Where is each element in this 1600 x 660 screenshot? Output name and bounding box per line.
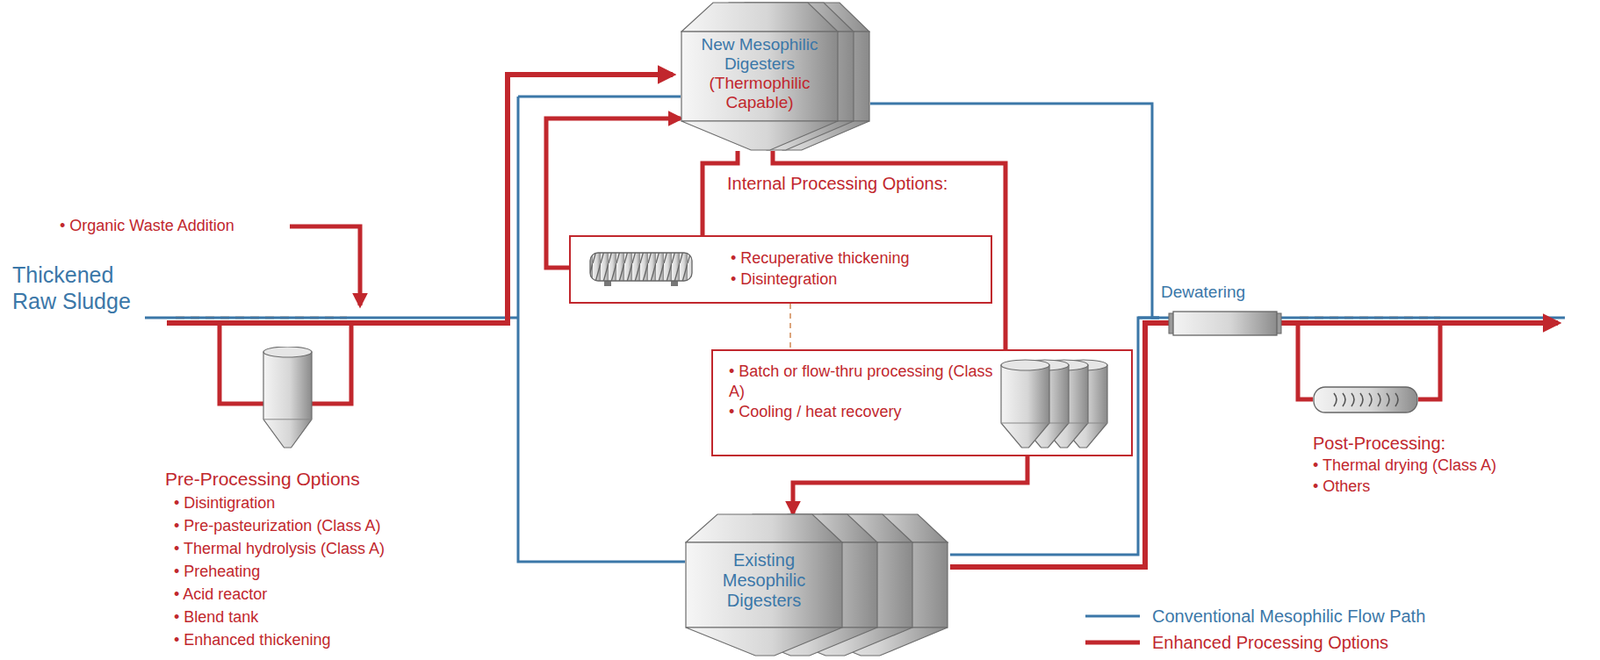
option-item: • Others — [1312, 475, 1555, 498]
node-shape — [569, 235, 993, 304]
option-item: • Batch or flow-thru processing (Class A… — [728, 361, 997, 403]
option-item: • Thermal drying (Class A) — [1312, 454, 1555, 476]
digester-note: (Thermophilic Capable) — [687, 73, 832, 113]
post-processing-return — [1418, 323, 1441, 400]
option-item: • Blend tank — [173, 605, 448, 629]
center-dash — [789, 303, 792, 348]
section-heading: Internal Processing Options: — [727, 172, 991, 195]
screw-thickener — [590, 252, 692, 282]
option-item: • Disintegration — [730, 268, 986, 290]
tank-top — [263, 346, 312, 358]
digester-roof — [685, 514, 843, 543]
text-column: New Mesophilic Digesters(Thermophilic Ca… — [687, 35, 832, 113]
option-item: • Thermal hydrolysis (Class A) — [173, 537, 448, 561]
connector-line — [546, 118, 681, 268]
option-item: • Acid reactor — [173, 583, 448, 606]
text-column: • Recuperative thickening• Disintegratio… — [730, 247, 986, 290]
text-column: Existing Mesophilic Digesters — [691, 550, 837, 612]
connector-line — [950, 317, 1160, 555]
option-item: • Recuperative thickening — [730, 247, 986, 269]
connector-line — [870, 103, 1160, 318]
tank-unit — [1001, 360, 1050, 448]
digester-unit — [681, 2, 838, 151]
option-item: • Cooling / heat recovery — [728, 402, 997, 423]
internal-option-box: • Recuperative thickening• Disintegratio… — [569, 235, 993, 304]
connector-line — [950, 323, 1160, 568]
digester-name: New Mesophilic Digesters — [687, 35, 832, 74]
legend-samples — [1081, 604, 1153, 660]
text-column: Post-Processing:• Thermal drying (Class … — [1312, 432, 1555, 498]
tank-unit — [263, 346, 312, 448]
organic-waste-arrow — [289, 226, 361, 306]
text-column: Pre-Processing Options• Disintigration• … — [165, 467, 448, 652]
digester-name: Existing Mesophilic Digesters — [691, 550, 837, 612]
flow-connector — [1282, 323, 1313, 400]
text-column: • Batch or flow-thru processing (Class A… — [728, 361, 997, 423]
process-label: Dewatering — [1160, 282, 1283, 303]
legend-line — [1085, 641, 1140, 646]
new-digesters: New Mesophilic Digesters(Thermophilic Ca… — [680, 1, 871, 152]
option-item: • Preheating — [173, 560, 448, 584]
legend-text: Enhanced Processing Options — [1152, 632, 1389, 654]
digester-body — [685, 542, 843, 628]
enhanced-flow-line — [166, 74, 673, 324]
legend-line — [1085, 615, 1140, 619]
section-heading: Pre-Processing Options — [165, 467, 448, 492]
option-item: • Disintigration — [173, 491, 448, 515]
input-label: • Organic Waste Addition — [59, 216, 290, 236]
dewatering-press — [1173, 311, 1277, 336]
dryer-coil — [1333, 393, 1399, 407]
dewatering-node: Dewatering — [1159, 282, 1283, 338]
digester-body — [681, 31, 838, 122]
option-item: • Enhanced thickening — [173, 628, 448, 652]
digester-unit — [685, 514, 843, 656]
input-label: Thickened Raw Sludge — [12, 261, 145, 315]
flow-connector — [546, 118, 681, 268]
tank-seam — [263, 418, 312, 420]
post-processing-node: Post-Processing:• Thermal drying (Class … — [1312, 386, 1555, 519]
text-column: Dewatering — [1160, 282, 1283, 303]
flow-connector — [870, 103, 1160, 318]
option-item: • Pre-pasteurization (Class A) — [173, 514, 448, 538]
tank-body — [263, 352, 312, 448]
internal-option-box: • Batch or flow-thru processing (Class A… — [711, 349, 1133, 457]
legend-text: Conventional Mesophilic Flow Path — [1152, 605, 1426, 628]
flow-connector — [950, 317, 1160, 568]
digester-cone — [681, 121, 838, 151]
connector-line — [792, 456, 1028, 514]
tank-seam — [1001, 423, 1050, 425]
tank-body — [1001, 365, 1050, 448]
digester-cone — [685, 627, 843, 656]
conventional-flow-line — [144, 96, 685, 563]
digester-roof — [681, 2, 838, 32]
flow-connector — [792, 456, 1028, 514]
existing-digesters: Existing Mesophilic Digesters — [684, 513, 951, 657]
pre-processing-node: Pre-Processing Options• Disintigration• … — [162, 346, 453, 656]
thermal-dryer — [1313, 387, 1418, 413]
section-heading: Post-Processing: — [1312, 432, 1555, 455]
connector-line — [1282, 323, 1313, 400]
tank-top — [1001, 360, 1050, 371]
